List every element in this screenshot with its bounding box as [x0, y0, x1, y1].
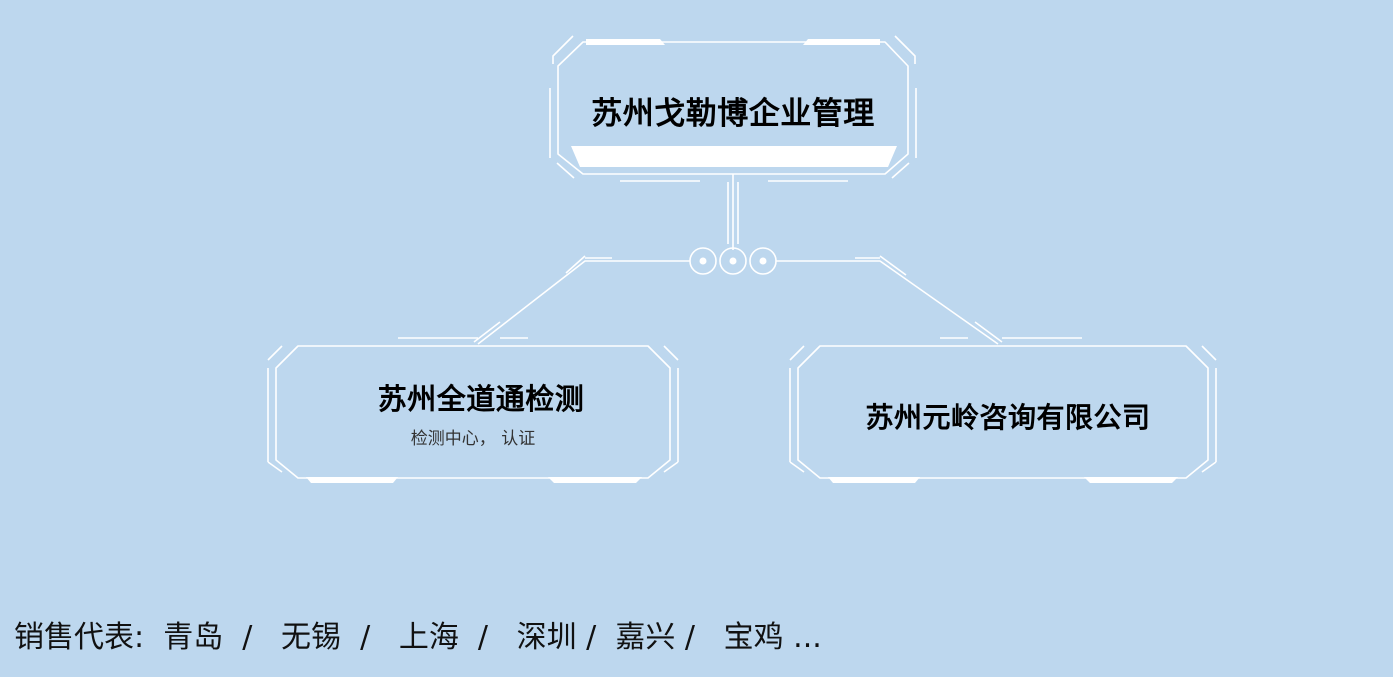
sales-city: 青岛	[163, 620, 224, 655]
right-node-frame	[789, 345, 1217, 479]
sales-city: 深圳	[516, 620, 577, 655]
sales-label: 销售代表:	[14, 620, 145, 655]
right-node-title: 苏州元岭咨询有限公司	[865, 401, 1151, 434]
left-node-subtitle: 检测中心， 认证	[410, 429, 536, 449]
left-node-title: 苏州全道通检测	[377, 382, 585, 416]
connector-lines	[398, 174, 1082, 345]
sales-city: 上海	[398, 620, 459, 655]
top-node-title: 苏州戈勒博企业管理	[591, 96, 875, 132]
sales-city: 无锡	[281, 620, 342, 655]
sales-city: 宝鸡 ...	[723, 620, 822, 655]
top-node-frame	[549, 35, 917, 182]
sales-representatives: 销售代表: 青岛 / 无锡 / 上海 / 深圳 / 嘉兴 / 宝鸡 ...	[14, 620, 822, 655]
sales-city: 嘉兴	[615, 620, 676, 655]
left-node-frame	[267, 345, 679, 479]
